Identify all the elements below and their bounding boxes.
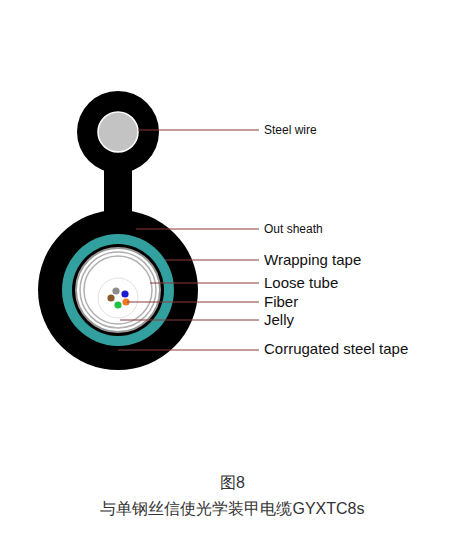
part-label: Corrugated steel tape <box>264 340 408 358</box>
leader-line <box>165 260 259 261</box>
fiber <box>121 290 128 297</box>
messenger-sheath <box>77 91 159 173</box>
part-label: Jelly <box>264 311 294 329</box>
part-label: Wrapping tape <box>264 251 361 269</box>
leader-line <box>127 302 259 303</box>
part-label: Loose tube <box>264 274 338 292</box>
leader-line <box>136 229 259 230</box>
steel-wire <box>98 112 138 152</box>
leader-line <box>150 283 259 284</box>
loose-tube-outer <box>80 252 156 328</box>
out-sheath <box>38 210 198 370</box>
wrapping-tape <box>76 248 160 332</box>
part-label: Steel wire <box>264 123 317 137</box>
part-label: Out sheath <box>264 222 323 236</box>
jelly <box>98 278 138 318</box>
fiber <box>107 294 114 301</box>
fiber <box>112 287 119 294</box>
inner-layer <box>72 244 164 336</box>
figure-caption: 图8 与单钢丝信使光学装甲电缆GYXTC8s <box>100 470 364 521</box>
leader-lines <box>118 130 259 350</box>
leader-line <box>120 320 259 321</box>
part-label: Fiber <box>264 293 298 311</box>
fiber <box>114 301 121 308</box>
leader-line <box>138 130 259 131</box>
loose-tube-inner <box>84 256 152 324</box>
leader-line <box>118 350 259 351</box>
corrugated-steel-tape <box>62 234 174 346</box>
